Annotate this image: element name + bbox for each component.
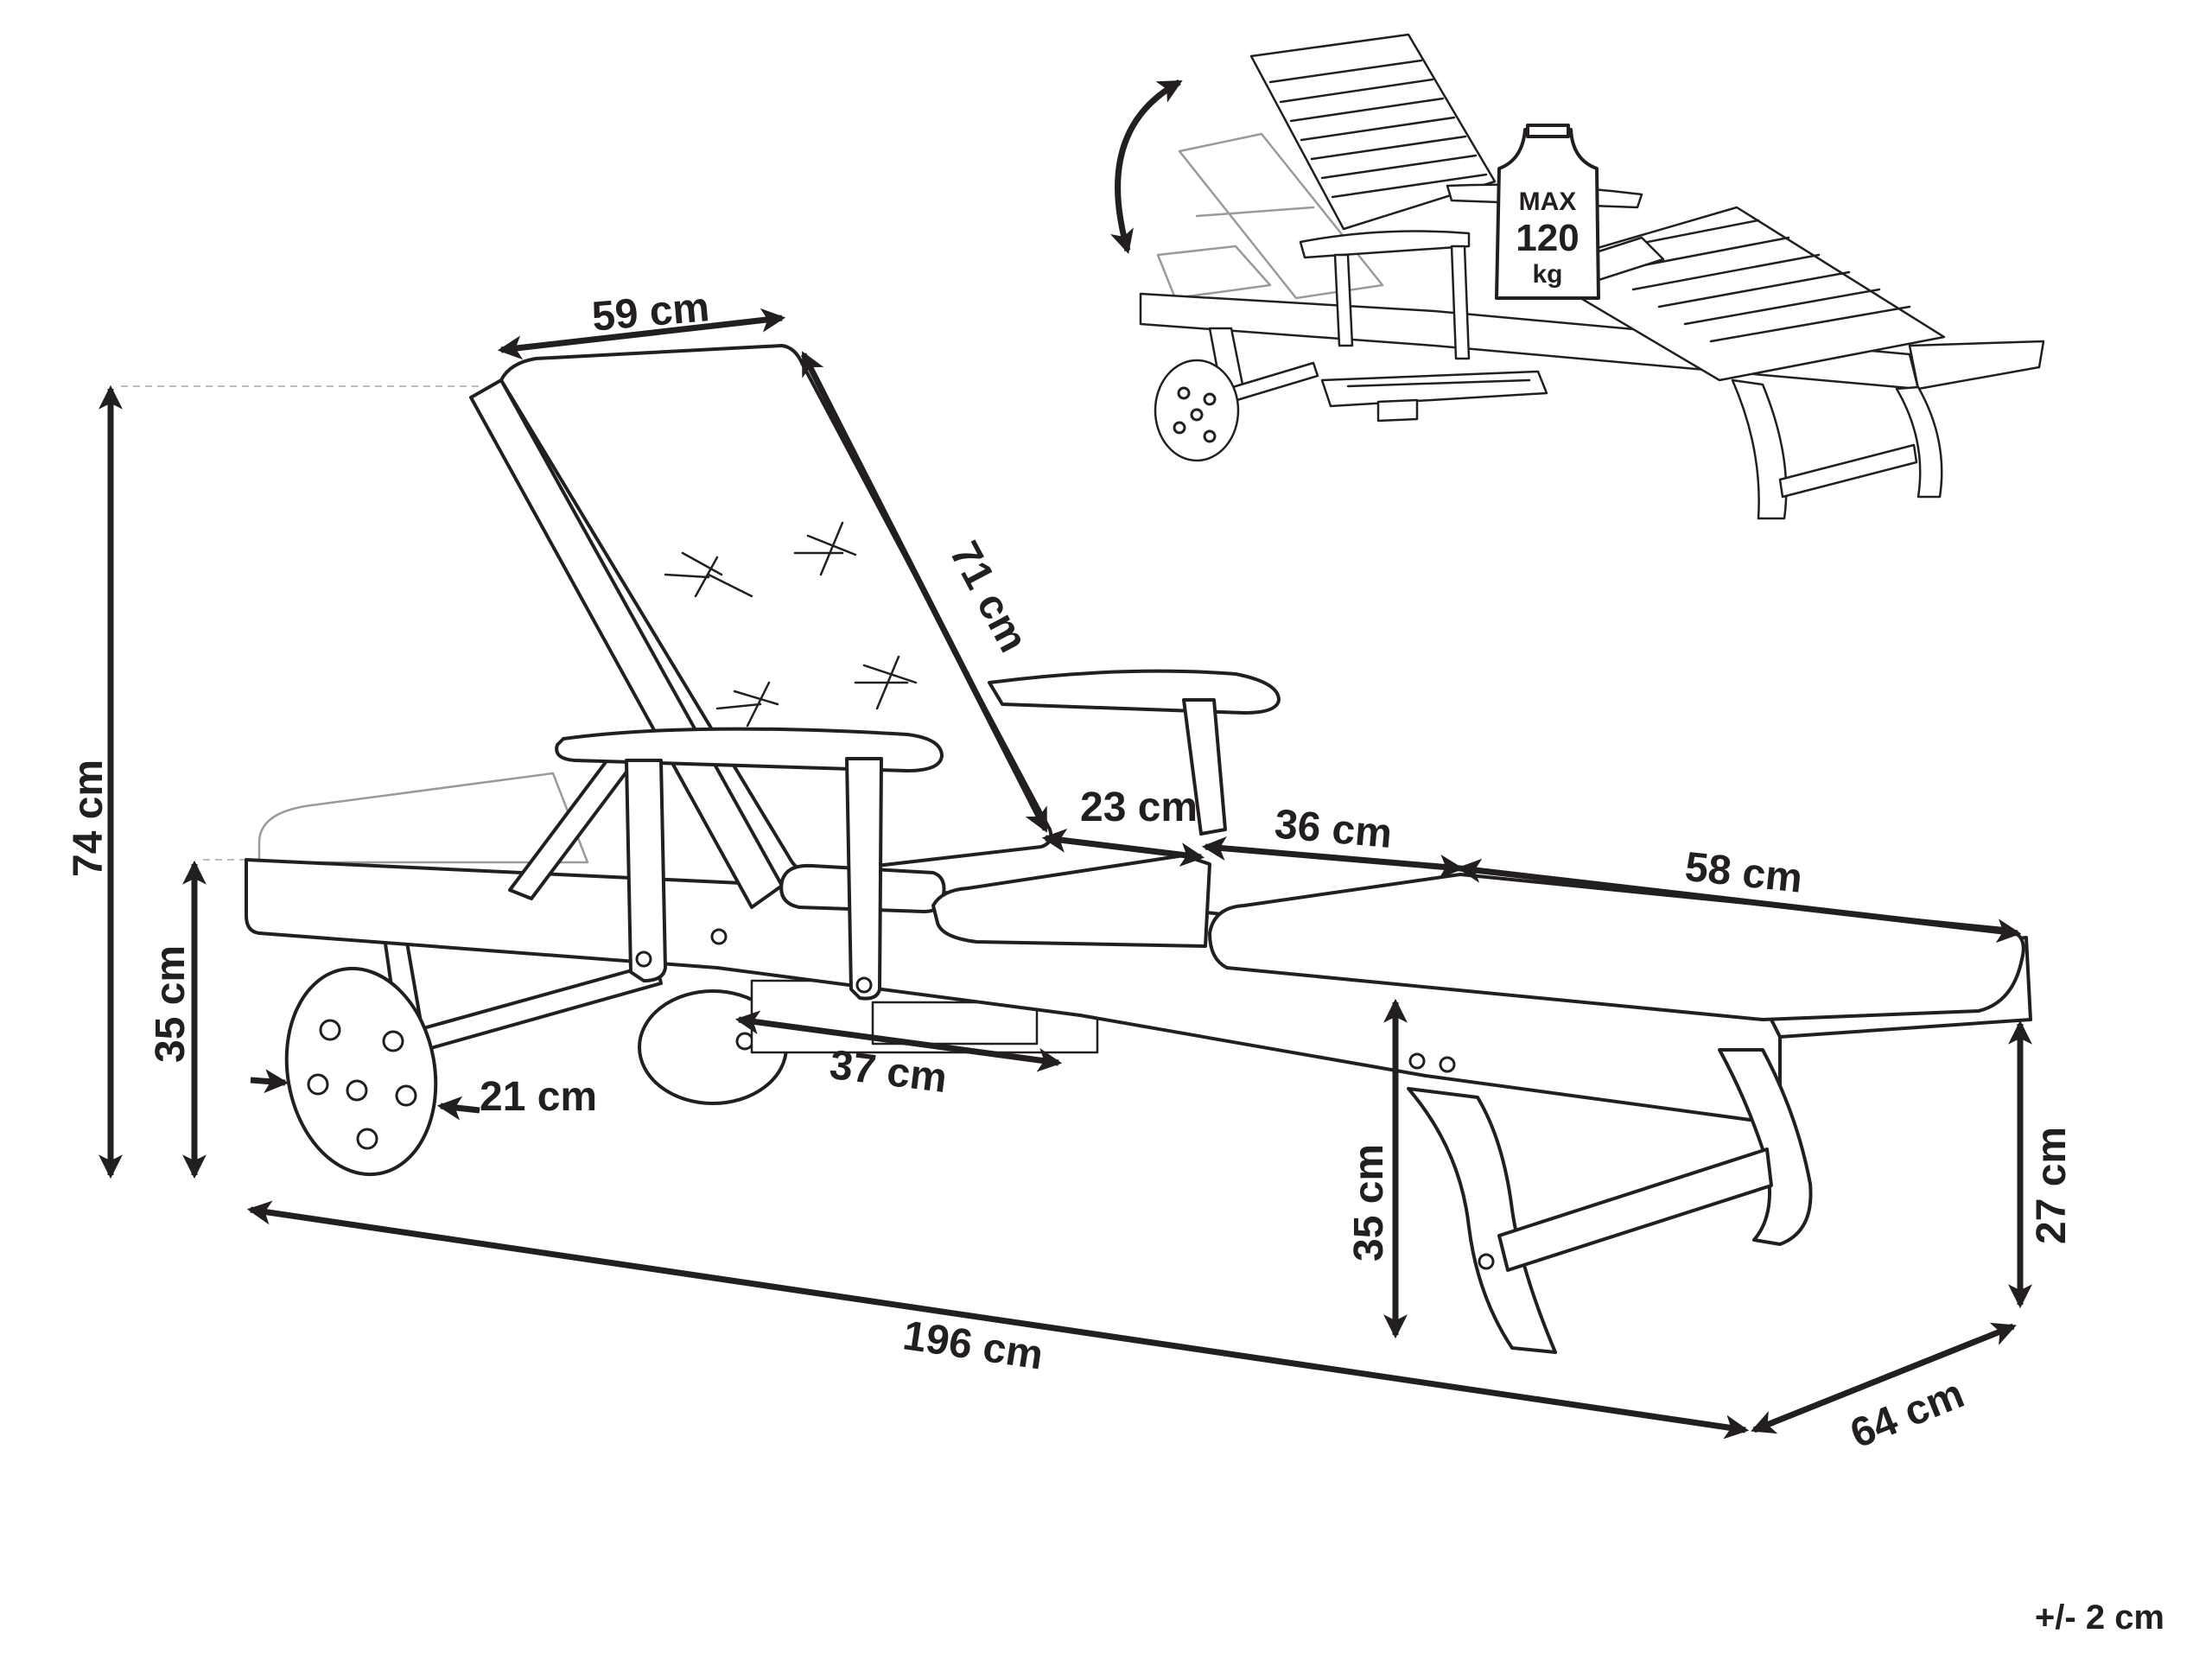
label-backrest-length: 71 cm [941,534,1037,659]
post-bolt [855,976,873,994]
seat-edge [257,772,589,864]
leg-bolt [1478,1253,1495,1270]
label-foot-section: 58 cm [1683,844,1805,902]
dim-foot-section [1456,858,2022,944]
armrest-near-post-rear [845,757,883,1001]
leg-crossbar [1497,1147,1773,1272]
inset-leg-crossbar [1778,443,1918,499]
dim-wheel-right [436,1096,480,1121]
wheel-bolt [735,1032,754,1051]
dim-overall-length [246,1200,1750,1440]
armrest-far-post [1182,698,1227,836]
wheel-hub-bolts [307,1019,417,1150]
inset-tray-slat [1346,378,1531,388]
tolerance-note: +/- 2 cm [2035,1599,2164,1637]
dim-backrest-width [497,308,786,360]
armrest-far [988,669,1281,715]
weight-bottle-body [1495,128,1600,300]
max-label: MAX [1519,188,1577,216]
dim-wheel-left [250,1069,289,1094]
label-middle-section: 36 cm [1273,801,1394,857]
label-seat-section: 23 cm [1080,785,1198,830]
ghost-slat [1195,206,1315,218]
label-wheel-side-height: 35 cm [148,945,194,1063]
dim-seat-section [1041,828,1205,868]
dim-overall-width [1751,1322,2017,1434]
tray-slat [871,1001,1039,1046]
max-load-unit: kg [1532,260,1562,289]
inset-backrest [1249,33,1497,231]
dimension-lines [99,308,2032,1440]
dim-backrest-length [800,351,1049,833]
dim-middle-section [1201,836,1465,879]
armrest-near-post-front [625,759,667,982]
inset-armrest-near [1299,230,1471,259]
label-overall-height: 74 cm [66,760,111,877]
front-wheel-near [284,966,438,1177]
main-lounger [121,344,2032,1354]
ghost-backrest [1178,132,1384,300]
inset-front-leg-near [1731,378,1788,520]
label-backrest-width: 59 cm [590,284,711,340]
inset-foot-frame [1908,340,2045,391]
seat-cushion-middle [931,854,1211,948]
inset-armrest-post [1333,253,1354,347]
inset-backrest-slats [1268,59,1488,199]
rail-bolt [1408,1052,1426,1070]
inset-armrest-post [1450,245,1471,360]
front-leg-near [1407,1087,1557,1354]
back-crossbar [422,962,663,1051]
rail-bolt [710,928,728,945]
recline-arrow [1110,79,1183,255]
post-bolt [635,950,652,968]
inset-wheel-bolts [1173,386,1217,443]
inset-front-leg-far [1895,385,1943,499]
max-load-value: 120 [1516,217,1579,259]
weight-bottle-cap [1526,124,1570,138]
label-wheel-diameter: 21 cm [480,1074,597,1120]
inset-tray [1320,370,1548,408]
label-leg-height: 35 cm [1346,1144,1392,1262]
front-leg-far [1718,1048,1813,1246]
dim-tray-length [734,1010,1063,1072]
inset-lounger: MAX 120 kg [1110,33,2045,520]
max-load-weight-icon: MAX 120 kg [1495,124,1600,300]
rail-bolt [1439,1056,1456,1073]
inset-tray-handle [1376,398,1419,423]
ghost-seat [1156,245,1272,300]
label-foot-end-height: 27 cm [2029,1127,2075,1244]
